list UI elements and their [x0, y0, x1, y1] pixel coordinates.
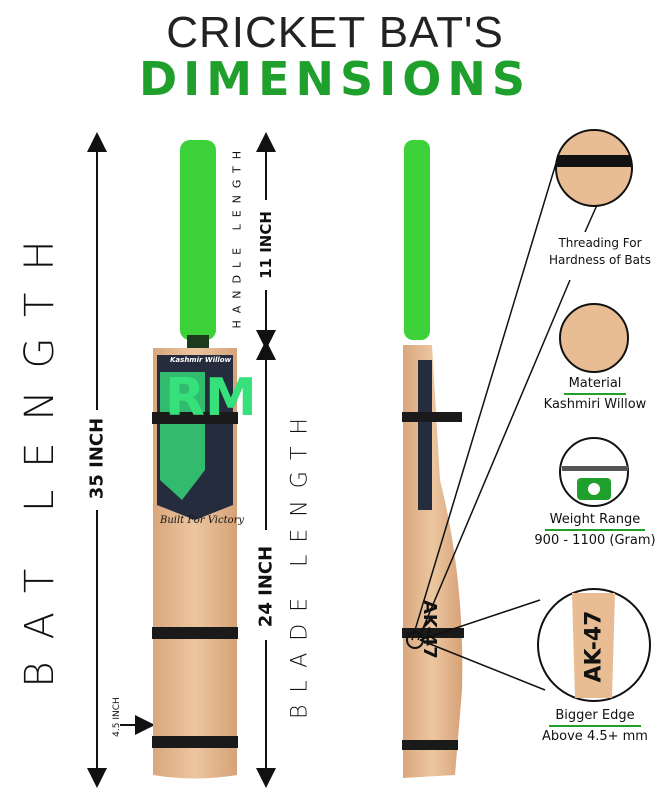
blade-length-value: 24 INCH: [255, 545, 277, 628]
feature-title: Bigger Edge: [555, 708, 635, 723]
leader-lines: [411, 159, 598, 691]
bat-length-arrow: [87, 132, 276, 788]
bat-length-label: BAT LENGTH: [17, 218, 63, 688]
bat-brand-logo: RM: [165, 368, 257, 428]
feature-weight: Weight Range 900 - 1100 (Gram): [525, 512, 665, 548]
edge-marking: AK-47: [419, 600, 440, 659]
feature-subtitle: 900 - 1100 (Gram): [534, 533, 656, 548]
handle-length-value: 11 INCH: [257, 211, 275, 279]
feature-circles: [537, 129, 651, 702]
bat-tagline: Built For Victory: [160, 515, 245, 526]
edge-zoom-marking: AK-47: [581, 610, 607, 683]
title-line-2: DIMENSIONS: [139, 52, 531, 106]
title-line-1: CRICKET BAT'S: [166, 8, 504, 57]
blade-length-label: BLADE LENGTH: [287, 406, 313, 719]
feature-threading: Threading For Hardness of Bats: [530, 236, 670, 267]
feature-subtitle: Above 4.5+ mm: [542, 729, 648, 744]
feature-title: Weight Range: [549, 512, 641, 527]
toe-width-value: 4.5 INCH: [112, 697, 122, 737]
feature-subtitle: Kashmiri Willow: [543, 397, 647, 412]
bat-sub-brand: Kashmir Willow: [170, 356, 232, 364]
bat-length-value: 35 INCH: [86, 417, 108, 500]
feature-subtitle: Hardness of Bats: [549, 253, 651, 267]
handle-length-label: HANDLE LENGTH: [230, 144, 244, 329]
feature-edge: Bigger Edge Above 4.5+ mm: [525, 708, 665, 744]
feature-title: Threading For: [558, 236, 642, 250]
side-bat: [402, 140, 464, 778]
front-bat: [152, 140, 238, 779]
feature-title: Material: [568, 376, 622, 391]
feature-material: Material Kashmiri Willow: [525, 376, 665, 412]
